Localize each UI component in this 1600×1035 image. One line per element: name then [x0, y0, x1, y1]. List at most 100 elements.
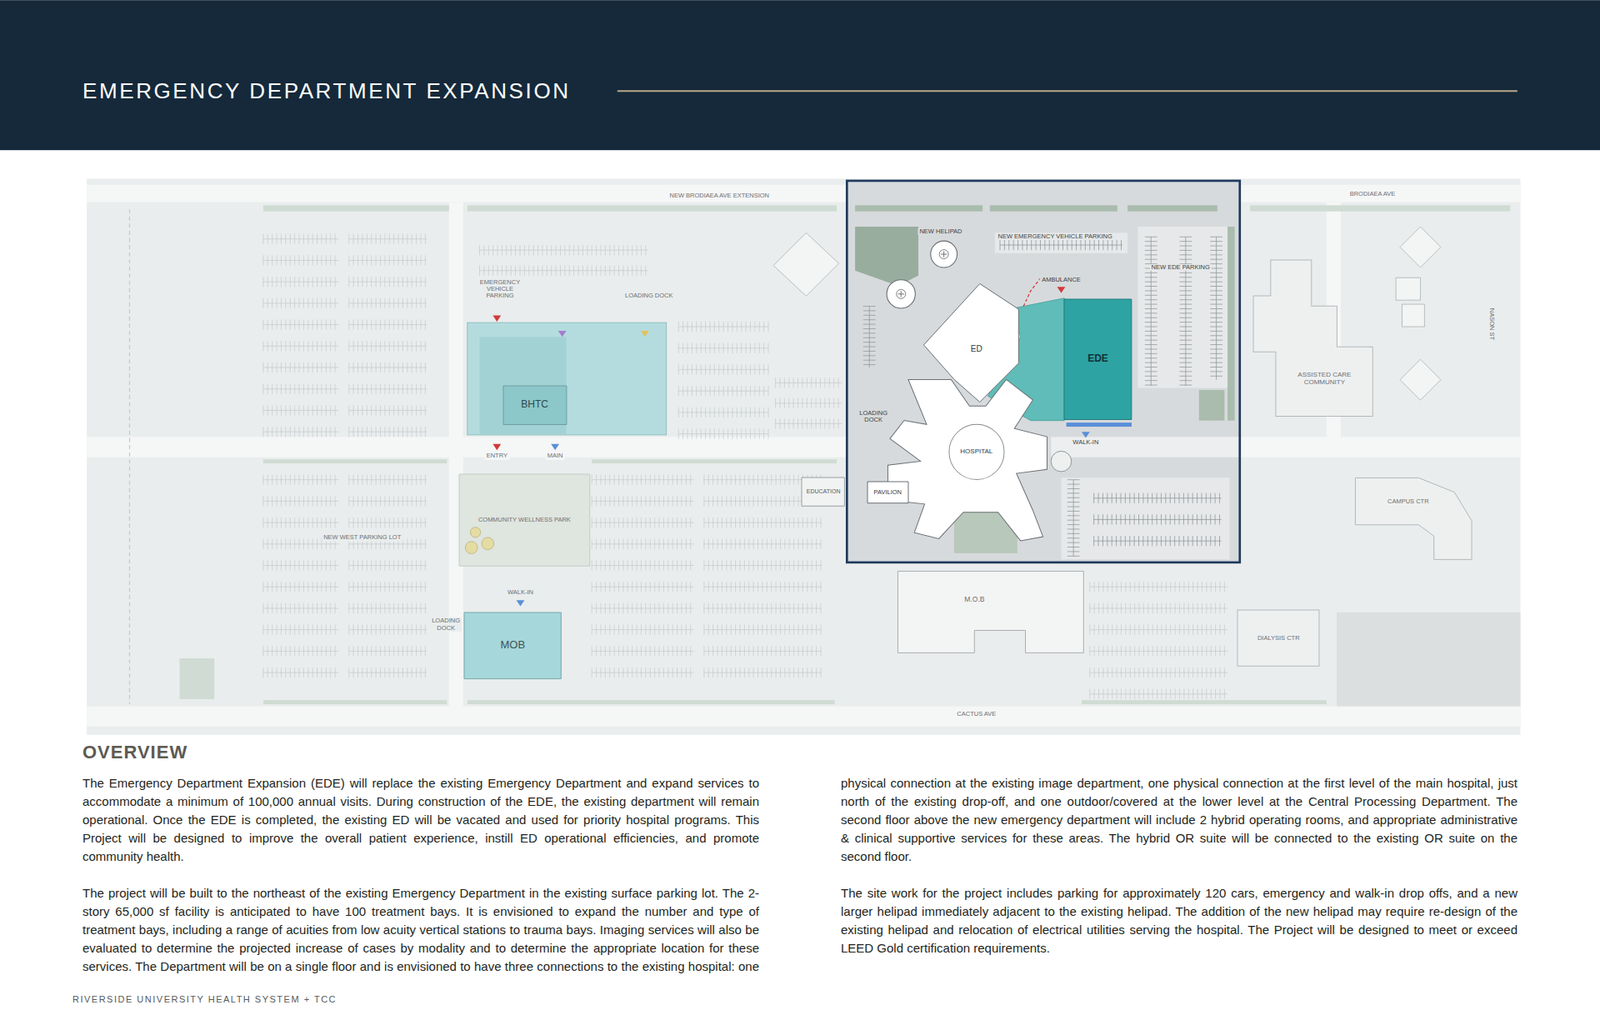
building-label: COMMUNITY WELLNESS PARK: [478, 516, 571, 524]
map-label: BRODIAEA AVE: [1348, 190, 1397, 198]
map-label: LOADING DOCK: [855, 409, 892, 424]
building-block: BHTC: [503, 385, 567, 425]
map-label: LOADING DOCK: [430, 617, 462, 632]
road: [86, 436, 847, 457]
footer-note: RIVERSIDE UNIVERSITY HEALTH SYSTEM + TCC: [72, 994, 337, 1005]
building-label: EDE: [1087, 353, 1109, 365]
entrance-marker: [516, 600, 525, 606]
building-label: M.O.B: [964, 595, 985, 604]
ambulance-route: [1023, 277, 1041, 306]
tree-symbol: [481, 537, 495, 550]
entrance-marker: [1057, 286, 1066, 293]
entrance-marker: [558, 330, 567, 337]
landscape-median: [1081, 700, 1327, 705]
landscape-area: [1199, 390, 1225, 421]
building-label: ASSISTED CARE COMMUNITY: [1295, 372, 1354, 388]
entrance-marker: [1081, 431, 1090, 438]
courtyard-ring: [949, 424, 1005, 480]
header-band: [0, 0, 1600, 150]
building-wing: [480, 336, 567, 434]
map-label: NASON ST: [1488, 306, 1495, 342]
building-outline: [467, 322, 667, 435]
landscape-median: [263, 205, 450, 211]
map-label: NEW EMERGENCY VEHICLE PARKING: [995, 233, 1114, 240]
map-label: MAIN: [545, 452, 565, 460]
landscape-median: [1227, 226, 1235, 421]
section-heading: OVERVIEW: [82, 741, 188, 764]
landscape-median: [467, 700, 835, 705]
node-shape: [885, 377, 1050, 543]
node-outline: [1237, 610, 1320, 666]
map-label: EMERGENCY VEHICLE PARKING: [475, 278, 525, 300]
parking-stalls: [863, 236, 1223, 556]
walk-in-canopy: [1066, 422, 1132, 427]
building-outline: [1401, 304, 1425, 327]
map-label: WALK-IN: [505, 589, 535, 596]
building-label: EDUCATION: [806, 488, 841, 495]
entrance-marker: [492, 444, 501, 450]
parking-area: [1060, 477, 1230, 560]
building-label: BHTC: [520, 400, 549, 411]
node-shape: [895, 569, 1086, 655]
landscape-median: [591, 459, 837, 464]
landscape-median: [1127, 205, 1218, 211]
helipad-symbol: [930, 240, 958, 268]
node-outline: [1064, 299, 1132, 420]
building-block: PAVILION: [867, 481, 909, 504]
focus-area: [846, 180, 1240, 563]
node-shape: [1253, 255, 1374, 419]
helipad-symbol: [898, 290, 905, 297]
text-columns: The Emergency Department Expansion (EDE)…: [82, 774, 1518, 976]
map-label: NEW BRODIAEA AVE EXTENSION: [668, 192, 771, 200]
map-area: [1336, 612, 1520, 707]
hospital-building: HOSPITAL: [885, 377, 1050, 543]
map-label: AMBULANCE: [1040, 275, 1083, 283]
building-label: ED: [970, 343, 983, 353]
node-outline: [1253, 260, 1373, 416]
focus-frame: [846, 180, 1240, 563]
map-label: ENTRY: [485, 452, 510, 460]
building-block: EDUCATION: [801, 477, 845, 506]
map-ground: [86, 178, 1520, 735]
node-outline: [867, 481, 909, 504]
map-label: NEW HELIPAD: [917, 228, 964, 235]
header-rule: [617, 90, 1518, 92]
tree-symbol: [465, 541, 478, 555]
entrance-marker: [550, 444, 560, 450]
park-area: COMMUNITY WELLNESS PARK: [459, 474, 590, 566]
landscape-area: [180, 658, 215, 700]
node-outline: [464, 612, 561, 680]
landscape-median: [263, 459, 447, 464]
building-label: HOSPITAL: [960, 448, 993, 456]
body-paragraph: The Emergency Department Expansion (EDE)…: [82, 774, 760, 866]
building-outline: CAMPUS CTR: [1353, 475, 1474, 562]
building-outline: [1400, 359, 1441, 400]
building-label: MOB: [500, 639, 525, 651]
helipad-symbol: [896, 289, 906, 299]
building-label: PAVILION: [874, 489, 902, 496]
page-title: EMERGENCY DEPARTMENT EXPANSION: [82, 78, 571, 105]
building-label: DIALYSIS CTR: [1257, 635, 1300, 642]
landscape-median: [855, 205, 983, 211]
property-line: [129, 209, 130, 705]
ede-building: EDE: [1064, 299, 1132, 420]
building-outline: [773, 232, 839, 296]
map-label: LOADING DOCK: [623, 292, 675, 300]
landscape-median: [263, 700, 447, 705]
node-outline: [898, 571, 1085, 654]
landscape-median: [467, 205, 837, 211]
map-label: WALK-IN: [1070, 439, 1100, 446]
road: [1240, 436, 1521, 457]
node-shape: [1353, 475, 1474, 562]
building-label: CAMPUS CTR: [1387, 498, 1430, 505]
tree-symbol: [470, 527, 480, 538]
node-outline: [503, 385, 567, 425]
map-label: CACTUS AVE: [955, 710, 998, 718]
building-block: MOB: [464, 612, 561, 680]
building-outline: DIALYSIS CTR: [1237, 610, 1320, 666]
node-outline: [459, 474, 590, 566]
entrance-marker: [640, 330, 650, 337]
road: [86, 185, 1520, 203]
helipad-symbol: [886, 280, 915, 309]
